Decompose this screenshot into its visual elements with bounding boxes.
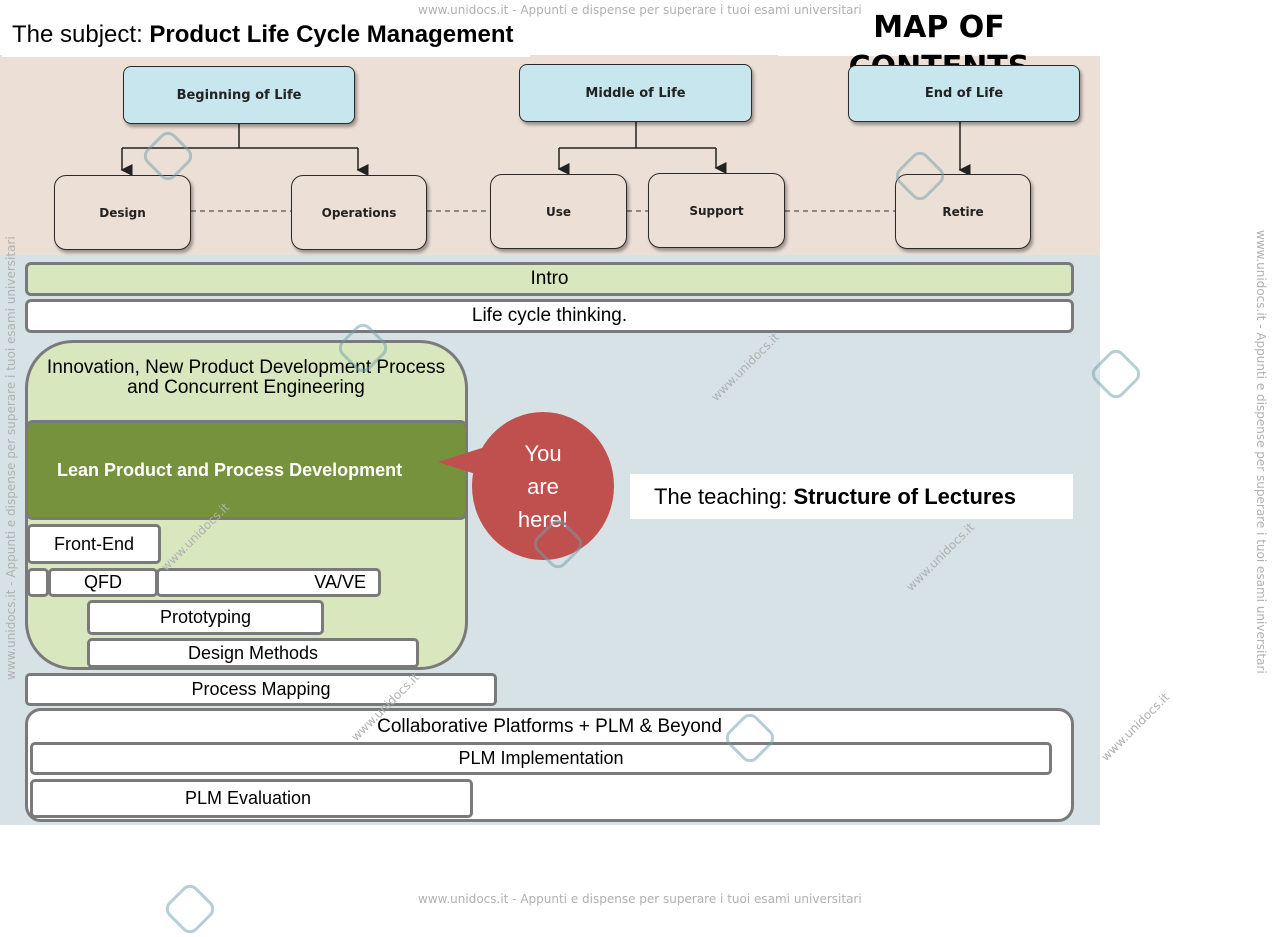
watermark-top: www.unidocs.it - Appunti e dispense per … — [418, 3, 862, 17]
leaf-use: Use — [490, 174, 627, 249]
leaf-operations: Operations — [291, 175, 427, 250]
watermark-right: www.unidocs.it - Appunti e dispense per … — [1254, 230, 1268, 674]
lecture-life-cycle-thinking: Life cycle thinking. — [25, 299, 1074, 333]
watermark-bottom: www.unidocs.it - Appunti e dispense per … — [418, 892, 862, 906]
watermark-left: www.unidocs.it - Appunti e dispense per … — [4, 236, 18, 680]
callout-line-2: are — [527, 474, 559, 499]
lecture-lean-development: Lean Product and Process Development — [25, 420, 468, 520]
phase-beginning-of-life: Beginning of Life — [123, 66, 355, 124]
subject-title: The subject: Product Life Cycle Manageme… — [2, 13, 530, 57]
lecture-qfd: QFD — [48, 568, 158, 597]
lifecycle-connectors — [120, 122, 971, 212]
you-are-here-callout: You are here! — [472, 412, 614, 560]
phase-end-of-life: End of Life — [848, 65, 1080, 122]
leaf-design: Design — [54, 175, 191, 250]
lecture-design-methods: Design Methods — [87, 638, 419, 668]
lecture-process-mapping: Process Mapping — [25, 673, 497, 706]
lecture-collaborative-platforms: Collaborative Platforms + PLM & Beyond — [377, 716, 722, 737]
leaf-retire: Retire — [895, 174, 1031, 249]
lecture-innovation: Innovation, New Product Development Proc… — [46, 357, 446, 398]
leaf-support: Support — [648, 173, 785, 248]
lecture-front-end: Front-End — [27, 524, 161, 564]
teaching-title: The teaching: Structure of Lectures — [630, 474, 1073, 519]
lecture-prototyping: Prototyping — [87, 600, 324, 635]
phase-middle-of-life: Middle of Life — [519, 64, 752, 122]
lecture-intro: Intro — [25, 262, 1074, 296]
lecture-plm-evaluation: PLM Evaluation — [30, 779, 473, 818]
lecture-vave: VA/VE — [156, 568, 381, 597]
callout-line-1: You — [524, 441, 562, 466]
lecture-spacer-box — [27, 568, 49, 597]
lecture-plm-implementation: PLM Implementation — [30, 742, 1052, 775]
callout-line-3: here! — [517, 507, 569, 532]
